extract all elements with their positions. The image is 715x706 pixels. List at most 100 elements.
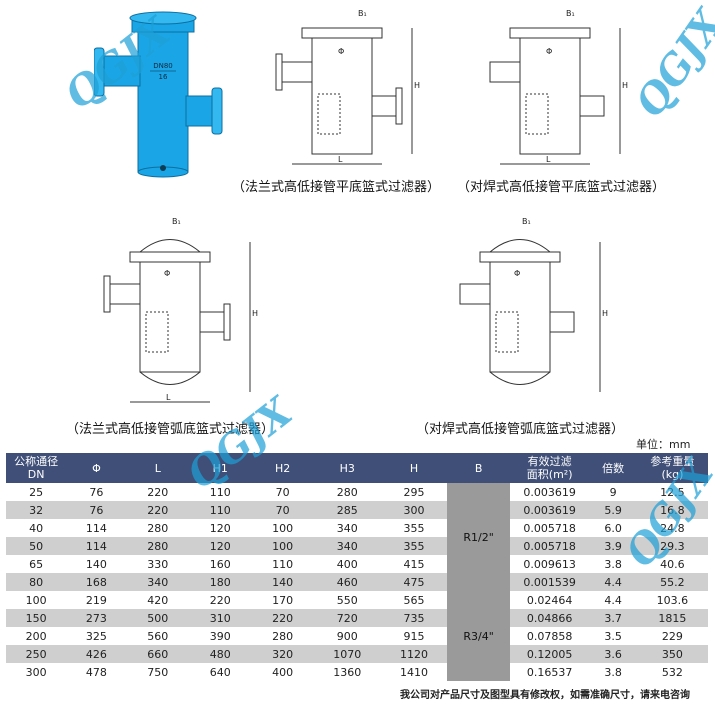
product-illustration: DN80 16 <box>94 11 223 178</box>
table-cell: 5.9 <box>589 501 637 519</box>
table-cell: 280 <box>251 627 314 645</box>
table-cell: 310 <box>189 609 252 627</box>
table-cell: 0.001539 <box>509 573 590 591</box>
table-cell: 1410 <box>380 663 448 681</box>
table-cell: 100 <box>6 591 67 609</box>
table-cell: 168 <box>66 573 127 591</box>
table-cell: 120 <box>189 519 252 537</box>
table-cell: 70 <box>251 501 314 519</box>
table-cell: 720 <box>313 609 381 627</box>
table-cell: 220 <box>251 609 314 627</box>
table-cell: 70 <box>251 483 314 501</box>
table-cell: 25 <box>6 483 67 501</box>
b-cell: R3/4" <box>447 591 510 681</box>
table-cell: 280 <box>126 537 189 555</box>
table-cell: 150 <box>6 609 67 627</box>
table-cell: 114 <box>66 519 127 537</box>
header-h2: H2 <box>251 453 314 483</box>
table-cell: 229 <box>636 627 708 645</box>
caption-flange-flat: （法兰式高低接管平底篮式过滤器） <box>232 180 441 195</box>
table-cell: 550 <box>313 591 381 609</box>
table-cell: 565 <box>380 591 448 609</box>
table-cell: 29.3 <box>636 537 708 555</box>
label-h: H <box>252 309 258 318</box>
table-cell: 3.5 <box>589 627 637 645</box>
table-cell: 250 <box>6 645 67 663</box>
table-cell: 325 <box>66 627 127 645</box>
label-h: H <box>622 81 628 90</box>
header-l: L <box>126 453 189 483</box>
label-h: H <box>602 309 608 318</box>
table-cell: 300 <box>6 663 67 681</box>
table-cell: 0.04866 <box>509 609 590 627</box>
table-cell: 400 <box>313 555 381 573</box>
table-cell: 80 <box>6 573 67 591</box>
table-cell: 110 <box>189 501 252 519</box>
table-cell: 220 <box>126 501 189 519</box>
table-cell: 295 <box>380 483 448 501</box>
product-dn-label: DN80 <box>153 62 173 70</box>
table-cell: 280 <box>126 519 189 537</box>
table-cell: 65 <box>6 555 67 573</box>
table-cell: 426 <box>66 645 127 663</box>
header-phi: Φ <box>66 453 127 483</box>
table-cell: 1360 <box>313 663 381 681</box>
header-h1: H1 <box>189 453 252 483</box>
table-cell: 103.6 <box>636 591 708 609</box>
table-cell: 273 <box>66 609 127 627</box>
table-cell: 390 <box>189 627 252 645</box>
table-cell: 0.009613 <box>509 555 590 573</box>
label-b1: B₁ <box>566 9 575 18</box>
footnote: 我公司对产品尺寸及图型具有修改权，如需准确尺寸，请来电咨询 <box>400 690 690 701</box>
table-cell: 0.16537 <box>509 663 590 681</box>
table-cell: 55.2 <box>636 573 708 591</box>
table-cell: 4.4 <box>589 573 637 591</box>
header-weight: 参考重量(kg) <box>636 453 708 483</box>
table-cell: 3.9 <box>589 537 637 555</box>
table-cell: 355 <box>380 519 448 537</box>
table-cell: 660 <box>126 645 189 663</box>
unit-label: 单位：mm <box>636 438 691 451</box>
table-cell: 200 <box>6 627 67 645</box>
table-cell: 6.0 <box>589 519 637 537</box>
table-cell: 320 <box>251 645 314 663</box>
table-cell: 3.8 <box>589 555 637 573</box>
product-pn-label: 16 <box>159 73 168 81</box>
table-cell: 0.003619 <box>509 501 590 519</box>
table-cell: 160 <box>189 555 252 573</box>
table-cell: 340 <box>313 519 381 537</box>
table-cell: 140 <box>251 573 314 591</box>
label-phi: Φ <box>338 47 344 56</box>
table-cell: 3.8 <box>589 663 637 681</box>
header-area: 有效过滤面积(m²) <box>509 453 590 483</box>
label-phi: Φ <box>164 269 170 278</box>
table-cell: 110 <box>251 555 314 573</box>
table-cell: 1070 <box>313 645 381 663</box>
table-cell: 0.07858 <box>509 627 590 645</box>
table-cell: 12.5 <box>636 483 708 501</box>
table-cell: 480 <box>189 645 252 663</box>
table-cell: 340 <box>126 573 189 591</box>
table-cell: 1120 <box>380 645 448 663</box>
table-cell: 300 <box>380 501 448 519</box>
table-cell: 280 <box>313 483 381 501</box>
table-cell: 220 <box>189 591 252 609</box>
caption-weld-arc: （对焊式高低接管弧底篮式过滤器） <box>416 422 625 437</box>
table-cell: 140 <box>66 555 127 573</box>
label-phi: Φ <box>546 47 552 56</box>
table-cell: 32 <box>6 501 67 519</box>
table-cell: 40.6 <box>636 555 708 573</box>
table-cell: 76 <box>66 483 127 501</box>
table-cell: 100 <box>251 519 314 537</box>
